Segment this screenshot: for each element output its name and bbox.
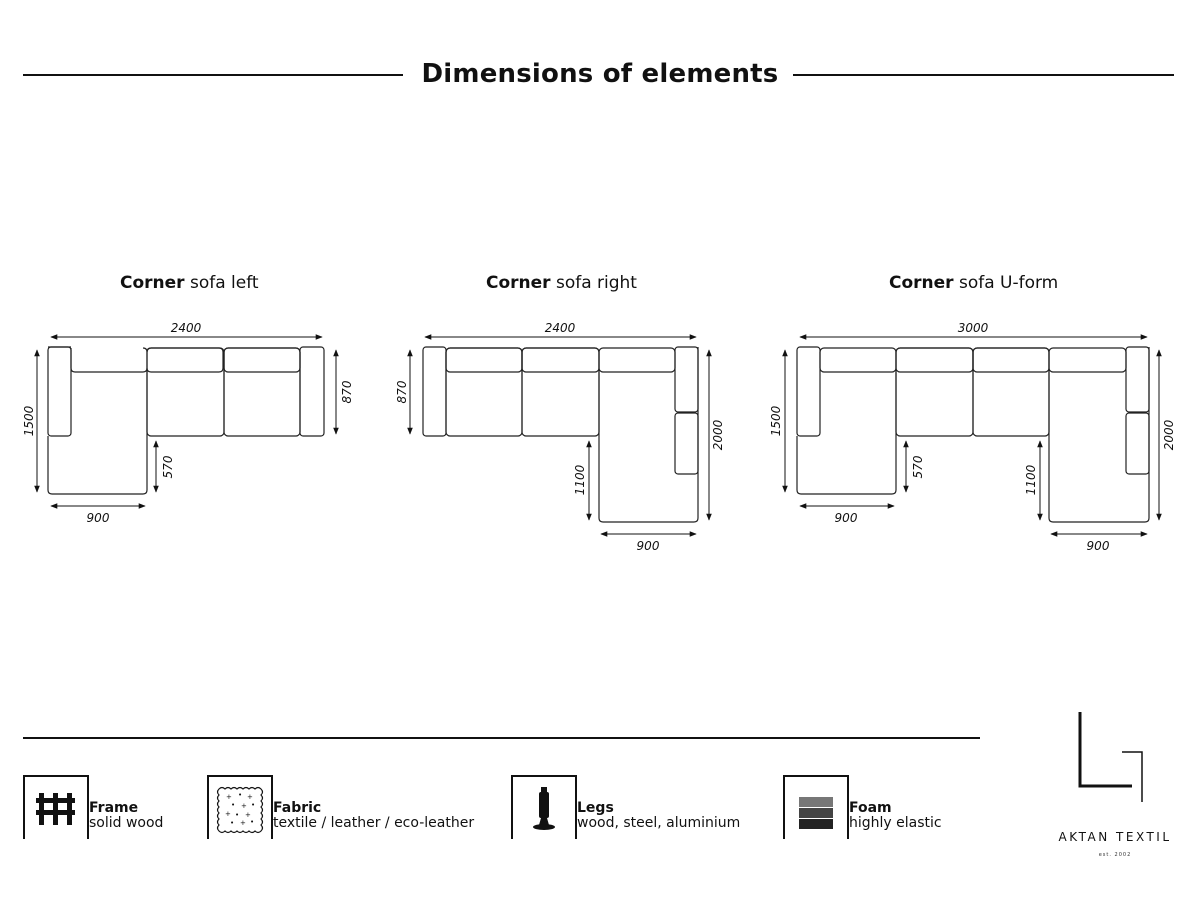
backrest <box>598 347 676 373</box>
sofa-uform-plan <box>796 346 1150 523</box>
dim-label: 900 <box>835 511 858 525</box>
leg-icon-box <box>511 775 577 839</box>
backrest <box>146 347 224 373</box>
svg-text:•: • <box>231 801 235 809</box>
fabric-icon-box: +•+ •+• +•+ •+• <box>207 775 273 839</box>
frame-icon <box>36 793 75 825</box>
armrest-left <box>47 346 72 437</box>
dim-label: 1100 <box>573 464 587 495</box>
dimension-labels: 2400 1500 870 570 900 2400 870 1100 2000… <box>22 321 1176 553</box>
dim-label: 2000 <box>711 419 725 450</box>
svg-text:+: + <box>245 811 251 819</box>
svg-text:+: + <box>226 793 232 801</box>
chaise-seat <box>47 372 148 495</box>
armrest-left <box>796 346 821 437</box>
armrest-left <box>422 346 447 437</box>
side-back <box>674 346 699 413</box>
header-rule-left <box>23 74 403 76</box>
dim-label: 900 <box>1087 539 1110 553</box>
svg-text:•: • <box>238 791 242 799</box>
brand-name: AKTAN TEXTIL <box>1058 830 1172 844</box>
chaise-seat-right <box>1048 347 1150 523</box>
svg-text:+: + <box>225 810 231 818</box>
backrest <box>972 347 1050 373</box>
svg-text:•: • <box>250 818 254 826</box>
foam-icon <box>799 797 833 829</box>
chaise-seat-left <box>796 372 897 495</box>
seat-cushion <box>445 347 523 437</box>
sofa-uform-title-rest: sofa U-form <box>953 273 1059 293</box>
sofa-uform-title: Corner sofa U-form <box>889 272 1058 294</box>
dim-label: 900 <box>637 539 660 553</box>
fabric-icon: +•+ •+• +•+ •+• <box>216 786 264 834</box>
svg-text:+: + <box>240 819 246 827</box>
leg-icon <box>533 787 555 830</box>
svg-text:•: • <box>230 819 234 827</box>
sofa-left-title: Corner sofa left <box>120 272 259 294</box>
chaise-seat <box>598 347 699 523</box>
sofa-right-title-bold: Corner <box>486 273 551 293</box>
backrest <box>223 347 301 373</box>
svg-text:+: + <box>241 802 247 810</box>
backrest <box>1048 347 1127 373</box>
backrest <box>521 347 600 373</box>
side-back <box>1125 412 1150 475</box>
sofa-uform-title-bold: Corner <box>889 273 954 293</box>
sofa-right-title-rest: sofa right <box>550 273 637 293</box>
feature-desc: textile / leather / eco-leather <box>273 815 475 831</box>
dim-label: 1500 <box>769 405 783 436</box>
backrest <box>445 347 523 373</box>
armrest-right <box>299 346 325 437</box>
side-back <box>674 412 699 475</box>
feature-label: Fabric <box>273 800 322 816</box>
sofa-right-title: Corner sofa right <box>486 272 637 294</box>
svg-text:•: • <box>235 811 239 819</box>
svg-text:+: + <box>247 793 253 801</box>
sofa-left-title-bold: Corner <box>120 273 185 293</box>
dim-label: 870 <box>395 380 409 403</box>
feature-desc: wood, steel, aluminium <box>577 815 741 831</box>
brand-subtitle: est. 2002 <box>1098 852 1132 858</box>
header-rule-right <box>793 74 1174 76</box>
foam-icon-box <box>783 775 849 839</box>
backrest <box>70 347 148 373</box>
header: Dimensions of elements <box>0 55 1200 95</box>
side-back <box>1125 346 1150 413</box>
feature-desc: highly elastic <box>849 815 942 831</box>
dimension-lines <box>34 334 1162 537</box>
feature-label: Frame <box>89 800 139 816</box>
feature-desc: solid wood <box>89 815 164 831</box>
seat-cushion <box>223 347 301 437</box>
frame-icon-box <box>23 775 89 839</box>
dim-label: 570 <box>161 455 175 478</box>
dim-label: 2400 <box>171 321 202 335</box>
dim-label: 870 <box>340 380 354 403</box>
dim-label: 1100 <box>1024 464 1038 495</box>
dim-label: 2000 <box>1162 419 1176 450</box>
dim-label: 1500 <box>22 405 36 436</box>
dim-label: 570 <box>911 455 925 478</box>
seat-cushion <box>972 347 1050 437</box>
dim-label: 2400 <box>545 321 576 335</box>
svg-text:•: • <box>251 801 255 809</box>
footer-rule <box>23 737 980 739</box>
seat-cushion <box>895 347 974 437</box>
feature-label: Legs <box>577 800 614 816</box>
seat-cushion <box>521 347 600 437</box>
dim-label: 900 <box>87 511 110 525</box>
brand-logo-icon <box>1078 712 1143 802</box>
backrest <box>895 347 974 373</box>
sofa-left-plan <box>47 346 325 495</box>
backrest <box>819 347 897 373</box>
seat-cushion <box>146 347 225 437</box>
sofa-right-plan <box>422 346 699 523</box>
dim-label: 3000 <box>958 321 989 335</box>
sofa-left-title-rest: sofa left <box>184 273 259 293</box>
page-title: Dimensions of elements <box>421 59 779 89</box>
feature-label: Foam <box>849 800 892 816</box>
